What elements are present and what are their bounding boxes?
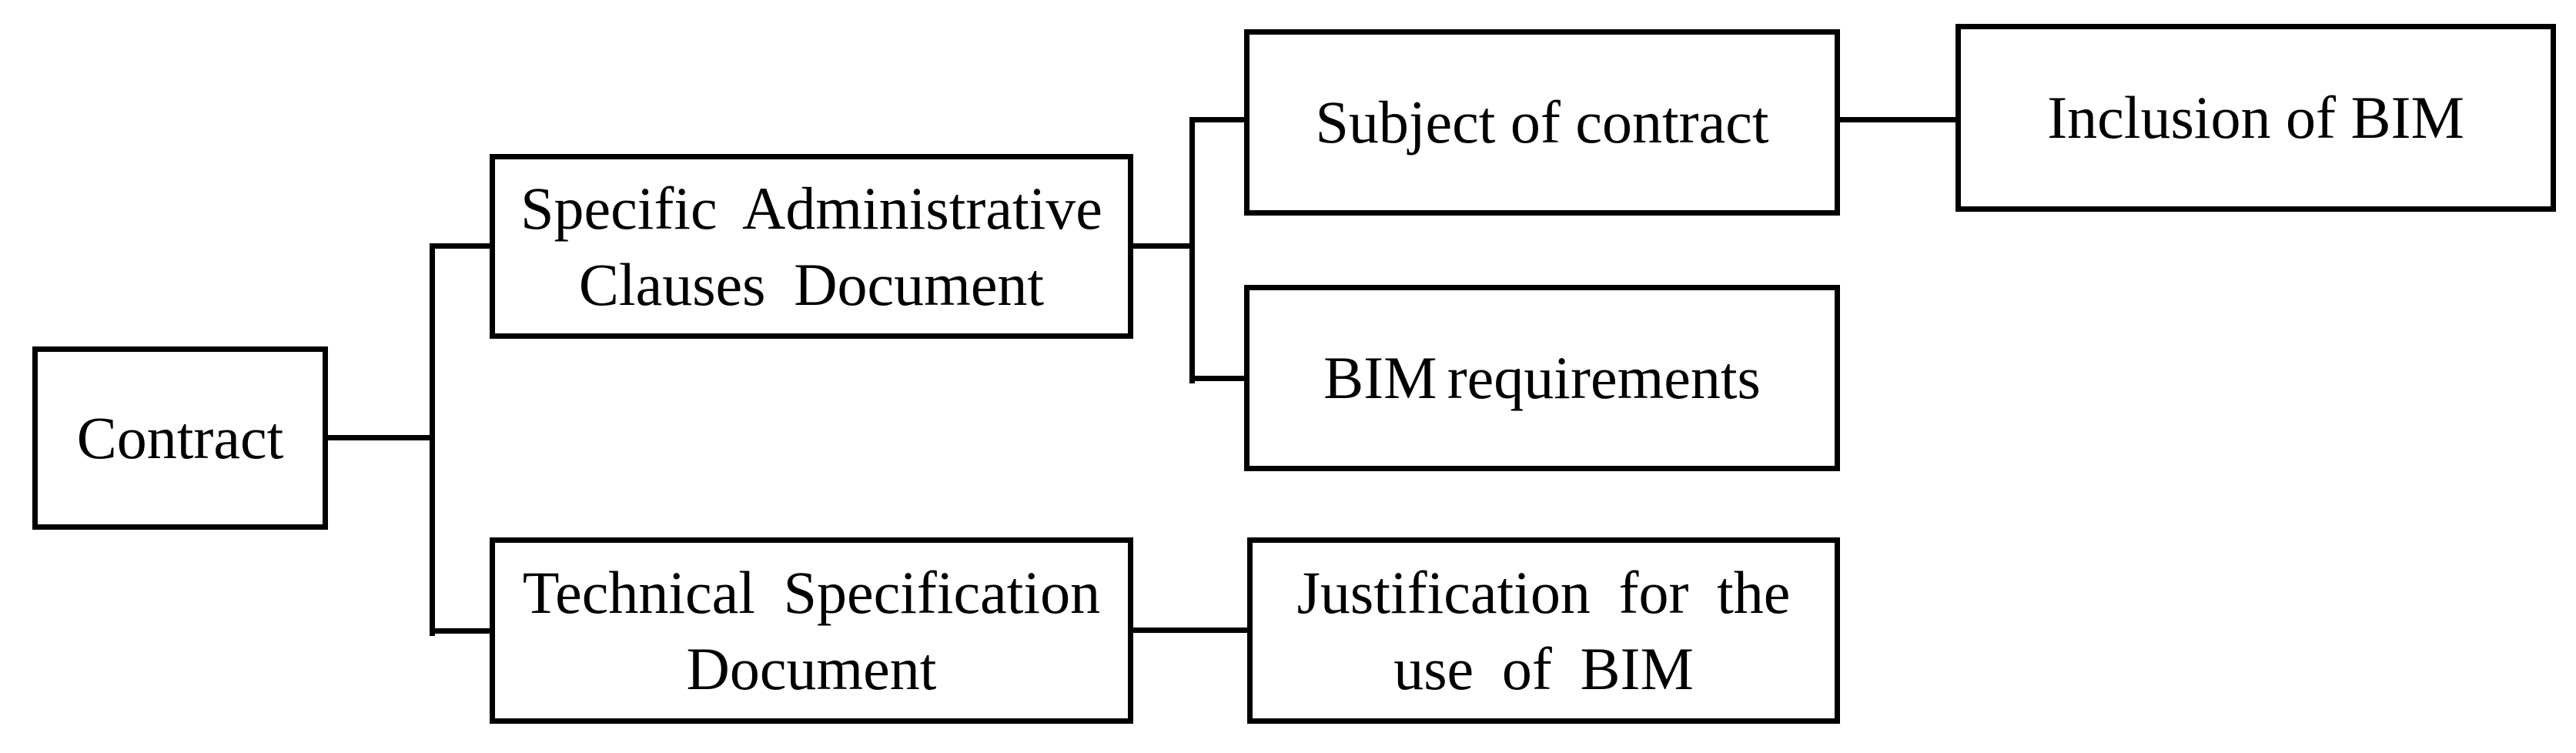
node-bim-requirements: BIM requirements xyxy=(1244,285,1840,471)
node-bimreq-label: BIM requirements xyxy=(1323,344,1761,412)
node-tsd-label-line1: Technical Specification xyxy=(522,558,1101,626)
node-justification-for-use-of-bim: Justification for the use of BIM xyxy=(1247,537,1840,724)
node-contract: Contract xyxy=(32,346,328,530)
node-sacd-label-line2: Clauses Document xyxy=(578,251,1045,318)
connector-sacd-to-subject-stub xyxy=(1189,117,1250,122)
connector-subject-to-inclusion xyxy=(1840,117,1961,122)
node-technical-specification-document: Technical Specification Document xyxy=(490,537,1133,724)
node-justification-label-line1: Justification for the xyxy=(1296,558,1791,626)
connector-sacd-stem xyxy=(1133,243,1195,249)
node-specific-administrative-clauses-document: Specific Administrative Clauses Document xyxy=(490,154,1133,339)
connector-contract-stem xyxy=(328,435,435,440)
connector-contract-to-sacd-stub xyxy=(430,243,495,249)
connector-sacd-to-bimreq-stub xyxy=(1189,376,1250,381)
node-inclusion-of-bim: Inclusion of BIM xyxy=(1955,24,2556,212)
connector-contract-branch-vertical xyxy=(430,243,435,636)
connector-tsd-to-justification xyxy=(1133,628,1253,633)
connector-contract-to-tsd-stub xyxy=(430,628,495,634)
node-justification-label-line2: use of BIM xyxy=(1393,635,1694,702)
node-contract-label: Contract xyxy=(76,404,284,472)
connector-sacd-branch-vertical xyxy=(1189,117,1195,383)
node-subject-label: Subject of contract xyxy=(1315,89,1769,156)
node-subject-of-contract: Subject of contract xyxy=(1244,29,1840,216)
node-tsd-label-line2: Document xyxy=(686,635,937,702)
node-sacd-label-line1: Specific Administrative xyxy=(520,174,1102,242)
node-inclusion-label: Inclusion of BIM xyxy=(2047,84,2464,152)
